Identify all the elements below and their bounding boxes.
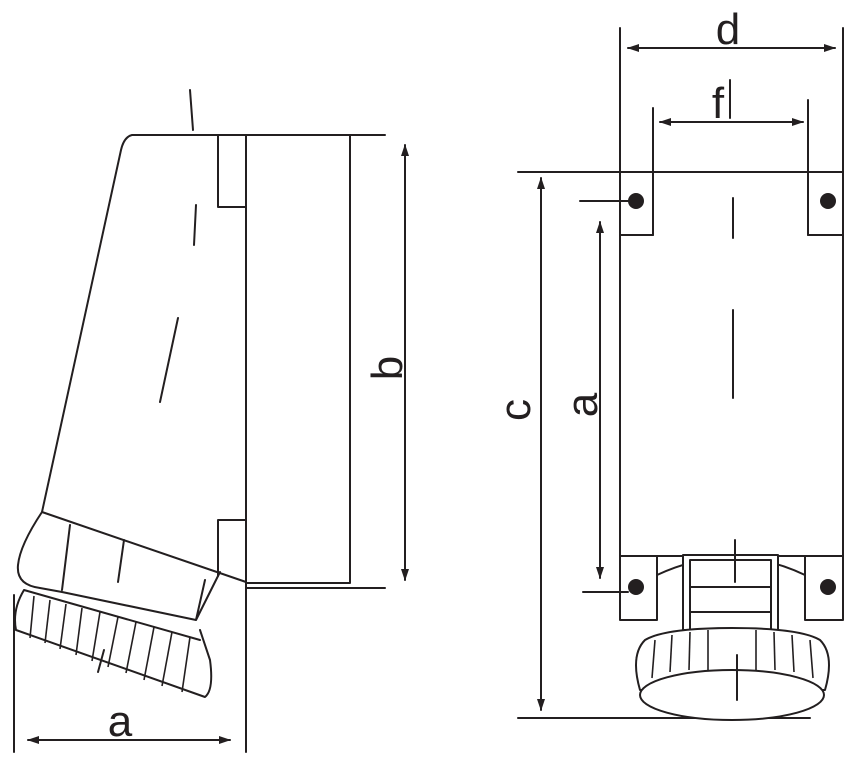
- connector-collar: [16, 511, 221, 621]
- dimension-d-label: d: [716, 5, 740, 54]
- dimension-b-label: b: [363, 356, 412, 380]
- mounting-hole-icons: [628, 193, 836, 595]
- cap-ribs: [29, 595, 191, 693]
- front-connector: [635, 554, 830, 721]
- front-cap-ribs: [651, 630, 814, 679]
- dimension-f-label: f: [712, 79, 725, 128]
- front-centerline: [729, 79, 738, 701]
- dimension-a-label-front: a: [558, 392, 607, 417]
- centerline: [97, 89, 197, 673]
- mounting-base: [245, 134, 351, 584]
- mounting-tabs: [619, 171, 844, 621]
- side-view: b a: [13, 89, 412, 753]
- dimension-a-label: a: [108, 697, 133, 746]
- front-view: d f a c: [491, 5, 844, 721]
- base-notch-top: [217, 134, 247, 208]
- connector-cap: [14, 589, 213, 698]
- base-notch-bottom: [217, 519, 247, 577]
- housing-outline: [41, 134, 386, 583]
- dimension-c-label: c: [491, 399, 540, 421]
